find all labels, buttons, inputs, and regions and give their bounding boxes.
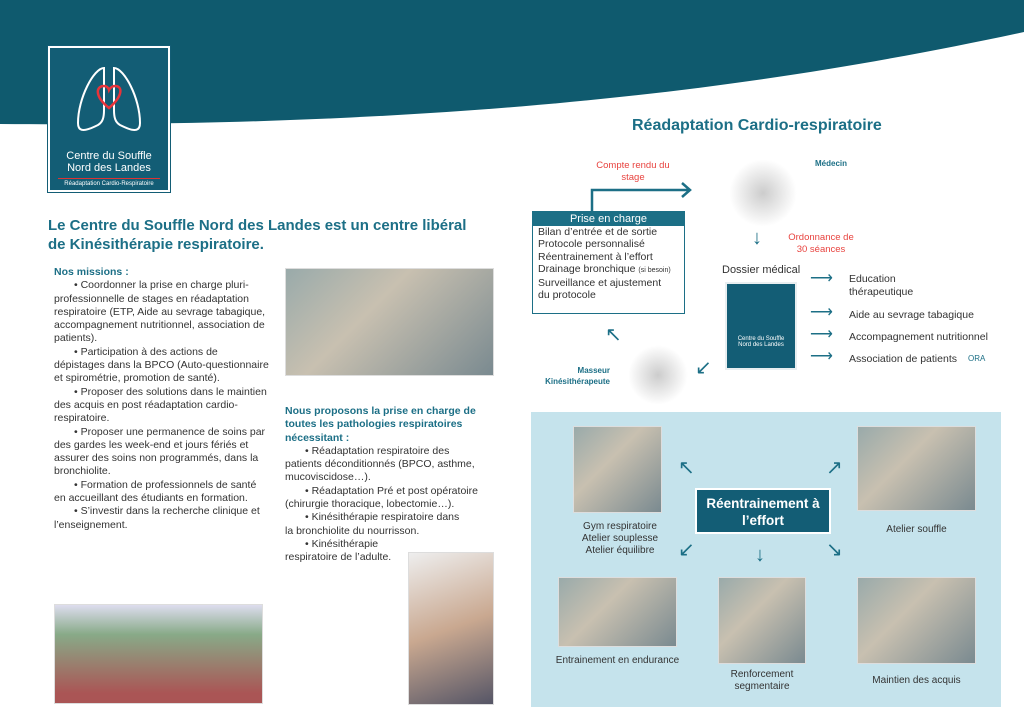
photo-renforcement <box>718 577 806 664</box>
activity-label: Gym respiratoire <box>583 521 657 532</box>
caption-souffle: Atelier souffle <box>886 524 947 535</box>
services-list: ⟶ ⟶ ⟶ ⟶ <box>810 270 833 365</box>
dossier-label: Dossier médical <box>722 264 801 276</box>
photo-maintien <box>857 577 976 664</box>
right-title: Réadaptation Cardio-respiratoire <box>632 117 882 134</box>
mission-item: • Coordonner la prise en charge pluri-pr… <box>54 279 266 345</box>
missions-section: Nos missions : • Coordonner la prise en … <box>54 266 269 532</box>
logo-title-1: Centre du Souffle <box>66 150 152 162</box>
pathology-item: • Kinésithérapie respiratoire dans la br… <box>285 511 460 537</box>
arrow-icon: ↙ <box>678 539 695 561</box>
service-sevrage: Aide au sevrage tabagique <box>849 309 974 321</box>
photo-gym <box>573 426 662 513</box>
photo-gym-room <box>54 604 263 704</box>
arrow-icon: ↗ <box>826 457 843 479</box>
activity-label: Atelier équilibre <box>585 545 655 556</box>
prise-en-charge-box: Prise en charge Bilan d’entrée et de sor… <box>532 211 685 314</box>
headline: Le Centre du Souffle Nord des Landes est… <box>48 217 467 253</box>
missions-title: Nos missions : <box>54 266 129 278</box>
service-nutrition: Accompagnement nutritionnel <box>849 331 988 343</box>
kine-illustration <box>628 345 688 405</box>
arrow-to-medecin <box>590 182 692 212</box>
arrow-up-left-icon: ↖ <box>605 324 622 346</box>
mission-item: • Formation de professionnels de santé e… <box>54 478 257 505</box>
arrow-icon: ↓ <box>755 544 765 566</box>
logo-subtitle: Réadaptation Cardio-Respiratoire <box>58 178 160 187</box>
dossier-logo-text: Centre du Souffle <box>737 336 785 342</box>
activity-label: Atelier souplesse <box>581 533 659 544</box>
ordonnance-label: Ordonnance de 30 séances <box>788 232 854 255</box>
ora-logo: ORA <box>968 354 986 363</box>
prise-note: (si besoin) <box>638 266 671 274</box>
dossier-logo-text-2: Nord des Landes <box>738 342 784 348</box>
pathology-item: • Réadaptation respiratoire des patients… <box>285 444 475 484</box>
caption-renforcement: Renforcement segmentaire <box>730 669 794 692</box>
prise-item: Protocole personnalisé <box>538 238 645 251</box>
prise-title: Prise en charge <box>533 212 684 226</box>
medecin-illustration <box>728 160 798 226</box>
photo-souffle <box>857 426 976 511</box>
prise-item: Surveillance et ajustement du protocole <box>538 277 662 302</box>
arrow-down-left-icon: ↙ <box>695 357 712 379</box>
caption-gym: Gym respiratoire Atelier souplesse Ateli… <box>560 521 680 557</box>
arrow-icon: ↖ <box>678 457 695 479</box>
arrow-icon: ↘ <box>826 539 843 561</box>
header-banner <box>0 0 1024 125</box>
photo-endurance <box>558 577 677 647</box>
caption-endurance: Entrainement en endurance <box>555 655 680 666</box>
mission-item: • Proposer des solutions dans le maintie… <box>54 385 267 425</box>
prise-item: Bilan d’entrée et de sortie <box>538 226 658 238</box>
mission-item: • Participation à des actions de dépista… <box>54 345 269 385</box>
logo-title-2: Nord des Landes <box>67 162 151 174</box>
pathologies-title: Nous proposons la prise en charge de tou… <box>285 405 476 444</box>
mission-item: • Proposer une permanence de soins par d… <box>54 425 266 478</box>
arrow-down-icon: ↓ <box>752 227 762 249</box>
mission-item: • S’investir dans la recherche clinique … <box>54 505 260 531</box>
reentrainement-box: Réentrainement à l’effort <box>695 488 831 534</box>
pathologies-section: Nous proposons la prise en charge de tou… <box>285 405 485 565</box>
caption-maintien: Maintien des acquis <box>872 675 961 686</box>
prise-item: Drainage bronchique <box>538 262 636 275</box>
medecin-label: Médecin <box>815 159 848 168</box>
pathology-item: • Kinésithérapie respiratoire de l’adult… <box>285 537 392 564</box>
compte-rendu-label: Compte rendu du stage <box>596 160 670 183</box>
service-education: Education thérapeutique <box>849 273 914 298</box>
service-association: Association de patients <box>849 353 957 365</box>
lungs-heart-icon <box>76 66 142 131</box>
pathology-item: • Réadaptation Pré et post opératoire (c… <box>285 484 478 511</box>
prise-item: Réentrainement à l’effort <box>538 250 653 263</box>
masseur-label: Masseur Kinésithérapeute <box>545 366 610 386</box>
photo-group-session <box>285 268 494 376</box>
photo-child-care <box>408 552 494 705</box>
